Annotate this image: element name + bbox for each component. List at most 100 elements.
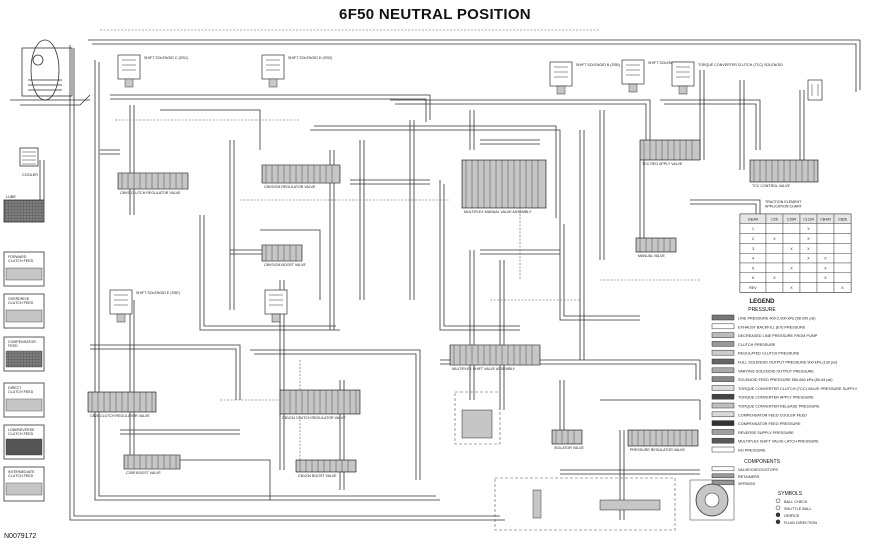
valve-label: ISOLATOR VALVE [554,446,584,450]
traction-table-value: 2 [752,237,754,241]
legend-item-label: REVERSE SUPPLY PRESSURE [738,431,794,435]
traction-table-value: X [824,276,827,280]
components-item-label: SPRINGS [738,482,756,486]
clutch-feed-swatch [5,438,43,456]
traction-table-value: 3 [752,247,754,251]
solenoid-label: SHIFT SOLENOID B (SSB) [576,63,620,67]
bottom-detail-panel [494,477,676,531]
valve-label: MULTIPLEX SHIFT VALVE ASSEMBLY [452,367,516,371]
solenoid-icon [264,289,288,315]
traction-table-cell [816,282,835,293]
traction-table-value: X [807,227,810,231]
valve-label: CB1234 BOOST VALVE [298,474,337,478]
solenoid-plunger [116,313,126,323]
traction-table-value: X [790,266,793,270]
solenoid-coil [266,59,280,71]
traction-table-cell [833,243,852,254]
traction-table-value: 6 [752,276,754,280]
cooler-label: COOLER [22,173,38,177]
legend-item-label: CLUTCH PRESSURE [738,343,776,347]
traction-table-header: C26 [771,217,778,221]
legend-item-label: LINE PRESSURE 400-2,000 kPa (58-290 psi) [738,317,816,321]
exhaust-lines [100,29,700,470]
symbol-icon [775,505,781,511]
valve-label: CBVS/CM REGULATOR VALVE [264,185,316,189]
traction-table-header: CB26 [838,217,847,221]
traction-table-value: X [824,257,827,261]
valve-body [261,164,341,184]
symbols-title: SYMBOLS [778,491,803,497]
traction-table-cell [816,223,835,234]
symbol-icon [775,498,781,504]
symbol-item-label: FLUID DIRECTION [784,521,817,525]
clutch-feed-swatch [5,350,43,368]
pump-icon [689,479,735,521]
traction-table-header: C35R [787,217,797,221]
legend-swatch [711,385,735,391]
traction-table-value: X [807,237,810,241]
valve-body [627,429,699,447]
traction-table-value: X [773,237,776,241]
symbol-icon [775,519,781,525]
valve-label: CB26 CLUTCH REGULATOR VALVE [90,414,150,418]
traction-table-value: 1 [752,227,754,231]
legend-item-label: NO PRESSURE [738,449,766,453]
symbol-item-label: SHUTTLE BALL [784,507,812,511]
solenoid-coil [122,59,136,71]
traction-table-cell [799,282,818,293]
solenoid-coil [626,64,640,76]
valve-label: PRESSURE REGULATOR VALVE [630,448,685,452]
compensator-block [461,409,493,439]
torque-converter-icon [10,39,91,106]
solenoid-icon [261,54,285,80]
legend-swatch [711,393,735,400]
compensator-panel [454,391,501,445]
valve-label: TCC REG APPLY VALVE [642,162,683,166]
solenoid-plunger [556,85,566,95]
solenoid-icon [621,59,645,85]
traction-table-value: X [807,257,810,261]
clutch-feed-swatch [5,398,43,412]
traction-table-value: X [841,286,844,290]
traction-table-value: X [807,247,810,251]
solenoid-coil [114,294,128,306]
solenoid-label: TORQUE CONVERTER CLUTCH (TCC) SOLENOID [698,63,783,67]
clutch-feed-swatch [5,482,43,496]
traction-table-cell [833,223,852,234]
valve-body [461,159,547,209]
solenoid-icon [109,289,133,315]
legend-item-label: FULL SOLENOID OUTPUT PRESSURE 900 kPa (1… [738,361,838,365]
valve-label: MANUAL VALVE [638,254,665,258]
clutch-feed-swatch [5,267,43,281]
legend-swatch [711,323,735,330]
solenoid-plunger [628,83,638,93]
release-valve-icon [807,79,823,101]
legend-item-label: TORQUE CONVERTER APPLY PRESSURE [738,396,814,400]
traction-table-cell [833,262,852,274]
traction-table-value: REV [749,286,757,290]
valve-label: CBVS/CM BOOST VALVE [264,263,307,267]
traction-table-cell [816,233,835,244]
traction-table-cell [782,223,801,234]
clutch-feed-swatch [5,309,43,323]
solenoid-coil [554,66,568,78]
valve-label: TCC CONTROL VALVE [752,184,790,188]
lube-label: LUBE [6,195,16,199]
legend-subtitle: PRESSURE [748,307,776,313]
components-title: COMPONENTS [744,459,781,465]
traction-table-cell [782,252,801,264]
traction-table-value: 4 [752,257,754,261]
legend-swatch [711,341,735,347]
legend-swatch [711,402,735,409]
solenoid-plunger [124,78,134,88]
